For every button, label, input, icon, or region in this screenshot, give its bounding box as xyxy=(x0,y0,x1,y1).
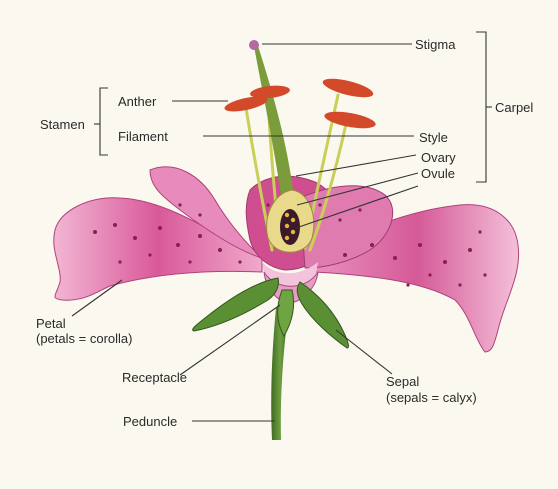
label-petal-note: (petals = corolla) xyxy=(36,331,132,346)
label-stamen: Stamen xyxy=(40,117,85,132)
stigma xyxy=(249,40,259,50)
label-receptacle: Receptacle xyxy=(122,370,187,385)
label-carpel: Carpel xyxy=(495,100,533,115)
sepal-left xyxy=(193,278,279,331)
sepal-right xyxy=(297,282,348,348)
label-stigma: Stigma xyxy=(415,37,455,52)
label-filament: Filament xyxy=(118,129,168,144)
ovary-cavity xyxy=(280,209,300,245)
label-peduncle: Peduncle xyxy=(123,414,177,429)
label-ovule: Ovule xyxy=(421,166,455,181)
anthers xyxy=(223,75,377,131)
label-sepal: Sepal xyxy=(386,374,419,389)
label-style: Style xyxy=(419,130,448,145)
petal-left xyxy=(54,198,262,300)
label-ovary: Ovary xyxy=(421,150,456,165)
label-sepal-note: (sepals = calyx) xyxy=(386,390,477,405)
label-anther: Anther xyxy=(118,94,156,109)
label-petal: Petal xyxy=(36,316,66,331)
